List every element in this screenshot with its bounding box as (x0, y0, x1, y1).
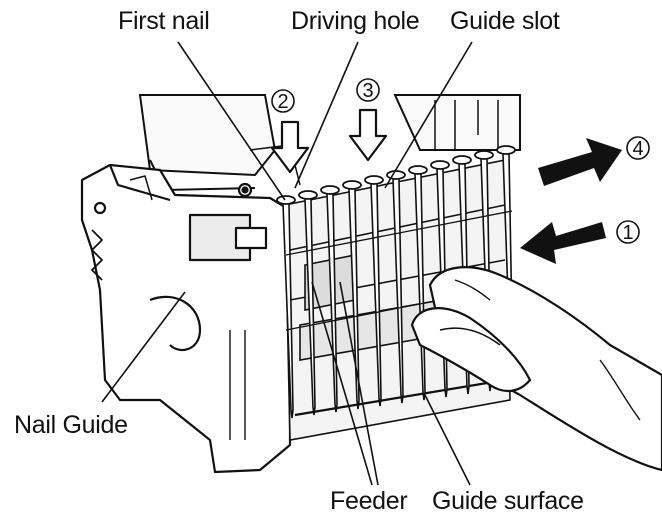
nail-head (320, 185, 340, 195)
nail-shaft (282, 203, 294, 419)
leader-guide-slot (384, 41, 473, 189)
leader-nail-guide (101, 291, 186, 403)
nail-head (408, 165, 428, 175)
step-number-2: 2 (277, 91, 288, 113)
nail-shaft (304, 198, 316, 416)
step-marker-4: 4 (626, 136, 650, 160)
nail-head (342, 180, 362, 190)
label-guide-slot: Guide slot (450, 7, 560, 35)
step-marker-1: 1 (616, 220, 640, 244)
nail-shaft (392, 178, 404, 404)
step-number-1: 1 (622, 222, 633, 244)
leader-feeder-a (311, 281, 373, 486)
housing-top (138, 94, 521, 192)
nail-guide-body (80, 163, 292, 474)
nail-head (474, 150, 494, 160)
nail-head (386, 170, 406, 180)
label-feeder: Feeder (330, 487, 408, 515)
nail-head (298, 190, 318, 200)
step-marker-2: 2 (271, 89, 295, 113)
label-driving-hole: Driving hole (291, 7, 420, 35)
step-marker-3: 3 (356, 78, 380, 102)
nail-head (276, 195, 296, 205)
leader-lines (101, 41, 473, 486)
arrow-pull-right-icon (538, 138, 622, 186)
leader-feeder-b (339, 281, 379, 486)
hand-icon (410, 266, 662, 472)
nail-head (364, 175, 384, 185)
label-nail-guide: Nail Guide (14, 411, 128, 439)
collation-wire (285, 210, 513, 256)
nail-head (452, 155, 472, 165)
nail-shaft (348, 188, 360, 410)
label-first-nail: First nail (118, 7, 210, 35)
step-number-4: 4 (632, 138, 643, 160)
nail-shaft (370, 183, 382, 407)
label-guide-surface: Guide surface (432, 487, 584, 515)
nail-head (496, 145, 516, 155)
step-number-3: 3 (362, 80, 373, 102)
leader-first-nail (177, 41, 286, 201)
arrow-down-outline-icon (348, 108, 388, 162)
arrow-push-left-icon (520, 222, 606, 264)
arrow-down-outline-icon (270, 120, 310, 174)
leader-guide-surface (424, 394, 471, 486)
nail-head (430, 160, 450, 170)
leader-driving-hole (294, 41, 359, 189)
